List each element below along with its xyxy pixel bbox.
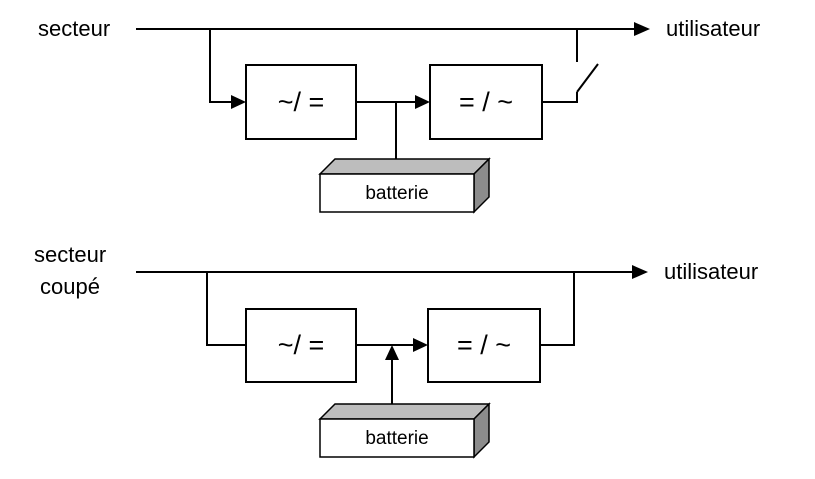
output-label-utilisateur: utilisateur — [664, 259, 758, 284]
switch-contact — [576, 63, 599, 93]
input-to-rectifier-line — [206, 272, 246, 346]
arrow-into-inverter — [415, 95, 430, 109]
arrow-into-inverter — [413, 338, 428, 352]
diagram-mains-off: secteur coupé utilisateur ~/ = = / ~ bat… — [34, 242, 758, 459]
inverter-label: = / ~ — [457, 330, 511, 360]
arrow-to-utilisateur — [634, 22, 650, 36]
battery-front-face — [319, 418, 475, 458]
inverter-box — [427, 308, 541, 383]
source-label-secteur: secteur — [34, 242, 106, 267]
source-label-coupe: coupé — [40, 274, 100, 299]
battery-block: batterie — [318, 157, 491, 214]
rectifier-label: ~/ = — [278, 330, 325, 360]
inverter-label: = / ~ — [459, 87, 513, 117]
diagram-mains-on: secteur utilisateur ~/ = = / ~ batteri — [38, 16, 760, 214]
rectifier-label: ~/ = — [278, 87, 325, 117]
inverter-box — [429, 64, 543, 140]
rectifier-box — [245, 308, 357, 383]
battery-label: batterie — [365, 183, 428, 204]
arrow-into-rectifier — [231, 95, 246, 109]
input-to-rectifier-line — [209, 29, 236, 103]
source-label-secteur: secteur — [38, 16, 110, 41]
battery-block: batterie — [318, 402, 491, 459]
arrow-from-battery — [385, 345, 399, 360]
arrow-to-utilisateur — [632, 265, 648, 279]
battery-label: batterie — [365, 428, 428, 449]
inverter-output-line — [542, 92, 578, 103]
battery-front-face — [319, 173, 475, 213]
battery-top-face — [318, 403, 491, 420]
battery-top-face — [318, 158, 491, 175]
inverter-output-line — [540, 272, 575, 346]
output-label-utilisateur: utilisateur — [666, 16, 760, 41]
